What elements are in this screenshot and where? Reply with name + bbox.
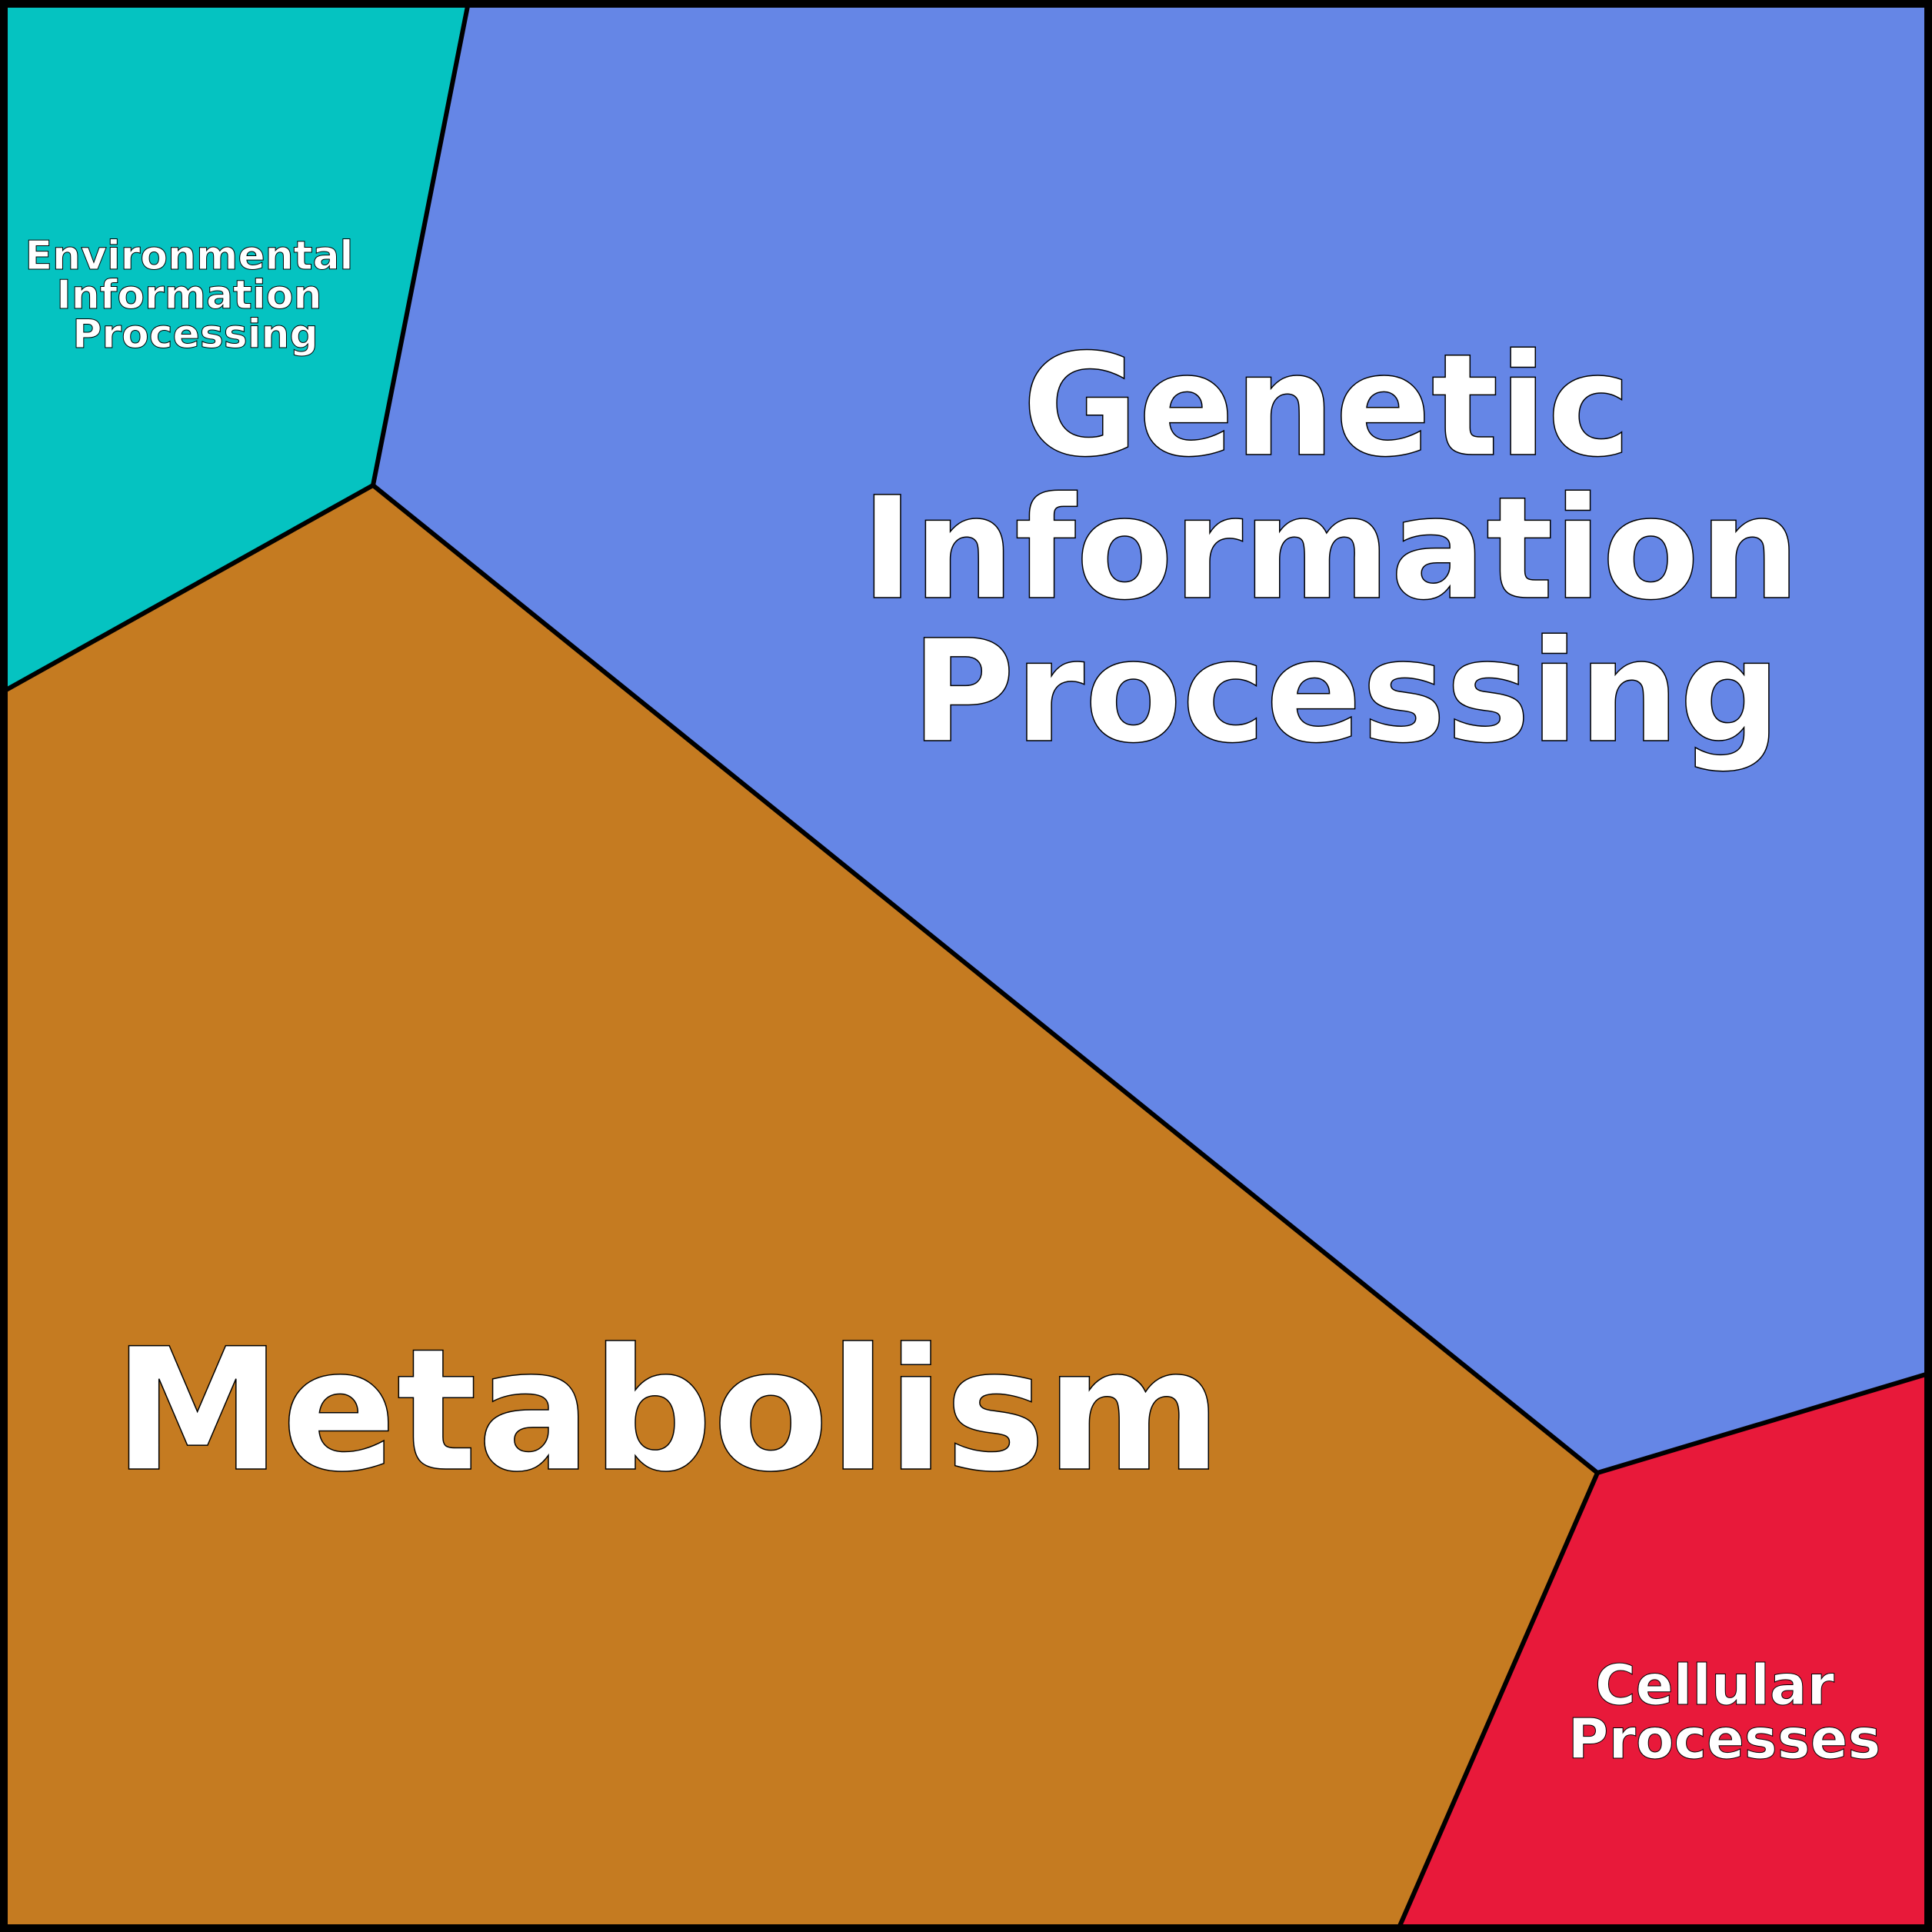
environmental-label-line-3: Processing xyxy=(72,311,318,358)
genetic-information-processing-label: Genetic Information Processing xyxy=(861,324,1849,774)
cellular-label-line-1: Cellular xyxy=(1595,1653,1835,1717)
environmental-information-processing-label: Environmental Information Processing xyxy=(25,233,367,358)
environmental-label-line-1: Environmental xyxy=(25,233,353,279)
cellular-processes-region xyxy=(1400,1374,1926,1926)
environmental-label-line-2: Information xyxy=(56,272,321,318)
cellular-processes-label: Cellular Processes xyxy=(1568,1653,1881,1771)
cellular-label-line-2: Processes xyxy=(1568,1707,1881,1771)
environmental-information-processing-region xyxy=(6,6,468,690)
border-genetic-metabolism xyxy=(371,483,1599,1475)
genetic-label-line-2: Information xyxy=(861,467,1800,631)
genetic-label-line-1: Genetic xyxy=(1022,324,1631,488)
genetic-label-line-3: Processing xyxy=(911,610,1781,774)
metabolism-label-line-1: Metabolism xyxy=(113,1312,1221,1509)
border-env-genetic xyxy=(371,5,470,486)
metabolism-region xyxy=(6,485,1597,1926)
border-metabolism-cellular xyxy=(1397,1471,1600,1927)
metabolism-label: Metabolism xyxy=(113,1312,1221,1509)
border-genetic-cellular xyxy=(1597,1372,1927,1475)
genetic-information-processing-region xyxy=(373,6,1926,1473)
border-env-metabolism xyxy=(5,483,375,692)
